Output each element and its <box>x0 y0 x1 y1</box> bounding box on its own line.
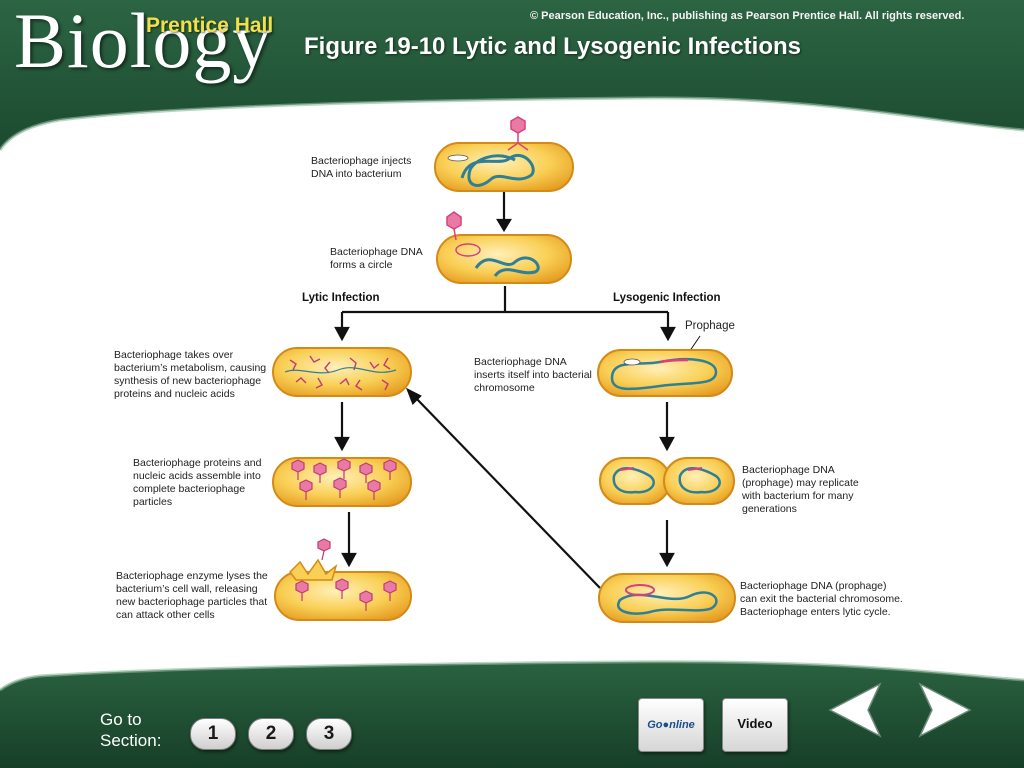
caption-step2: Bacteriophage DNA forms a circle <box>330 246 423 271</box>
caption-lysogenic-2: Bacteriophage DNA (prophage) may replica… <box>742 464 859 515</box>
diagram-graphics <box>272 116 736 623</box>
prophage-label: Prophage <box>685 320 735 332</box>
go-to-section-label: Go to Section: <box>100 710 162 750</box>
caption-lysogenic-3: Bacteriophage DNA (prophage) can exit th… <box>740 580 903 618</box>
caption-lytic-3: Bacteriophage enzyme lyses the bacterium… <box>116 570 268 621</box>
lytic-infection-label: Lytic Infection <box>302 292 380 304</box>
caption-lytic-2: Bacteriophage proteins and nucleic acids… <box>133 457 262 508</box>
caption-step1: Bacteriophage injects DNA into bacterium <box>311 155 412 180</box>
next-slide-arrow-icon[interactable] <box>918 682 972 738</box>
previous-slide-arrow-icon[interactable] <box>828 682 882 738</box>
section-2-button[interactable]: 2 <box>248 718 294 750</box>
lysogenic-infection-label: Lysogenic Infection <box>613 292 721 304</box>
video-button[interactable]: Video <box>722 698 788 752</box>
slide-title: Figure 19-10 Lytic and Lysogenic Infecti… <box>304 33 802 60</box>
go-online-label: Go●nline <box>647 719 695 731</box>
caption-lysogenic-1: Bacteriophage DNA inserts itself into ba… <box>474 356 592 394</box>
brand-biology-logo: Biology <box>14 0 273 84</box>
copyright-notice: © Pearson Education, Inc., publishing as… <box>530 10 965 22</box>
section-3-button[interactable]: 3 <box>306 718 352 750</box>
globe-icon: ● <box>662 719 670 731</box>
go-online-button[interactable]: Go●nline <box>638 698 704 752</box>
caption-lytic-1: Bacteriophage takes over bacterium’s met… <box>114 349 267 400</box>
brand-prentice-hall: Prentice Hall <box>146 14 274 37</box>
section-1-button[interactable]: 1 <box>190 718 236 750</box>
